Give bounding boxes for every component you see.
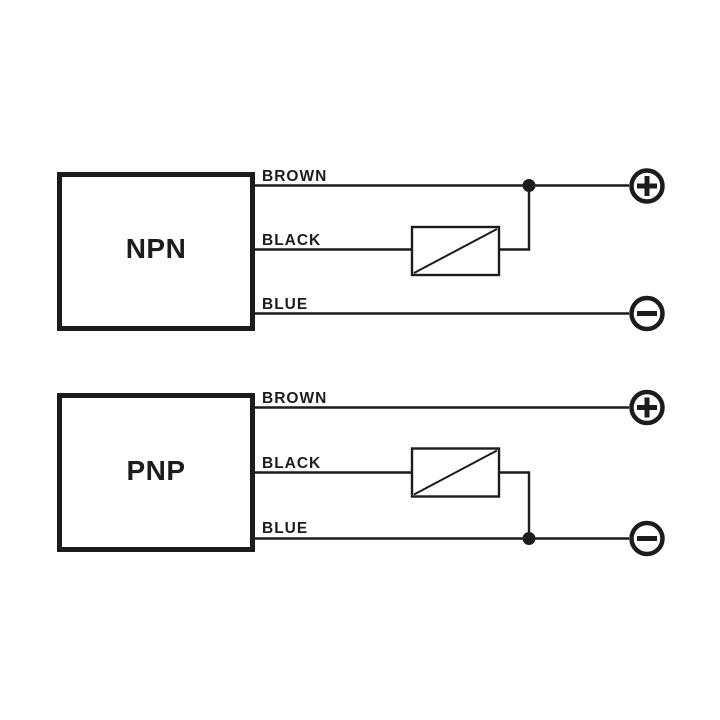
load-to-brown-connector xyxy=(499,185,531,251)
sensor-box-label: NPN xyxy=(126,233,187,264)
junction-dot xyxy=(522,179,536,192)
minus-terminal-icon xyxy=(629,520,665,557)
minus-terminal-icon xyxy=(629,295,665,332)
plus-terminal-icon xyxy=(629,389,665,426)
wire-label-blue: BLUE xyxy=(262,296,308,313)
load-symbol xyxy=(410,447,501,498)
wire-label-brown: BROWN xyxy=(262,390,327,407)
sensor-box-npn xyxy=(57,172,255,331)
wire-label-black: BLACK xyxy=(262,232,321,249)
load-symbol xyxy=(410,225,501,277)
plus-terminal-icon xyxy=(629,168,665,204)
load-to-blue-connector xyxy=(499,471,531,539)
npn-circuit: NPN BROWN BLACK BLUE xyxy=(57,168,665,332)
wire-label-black: BLACK xyxy=(262,455,321,472)
pnp-circuit: PNP BROWN BLACK BLUE xyxy=(57,389,665,557)
sensor-box-pnp xyxy=(57,393,255,552)
wire-label-blue: BLUE xyxy=(262,520,308,537)
wire-label-brown: BROWN xyxy=(262,168,327,185)
sensor-box-label: PNP xyxy=(126,455,185,486)
